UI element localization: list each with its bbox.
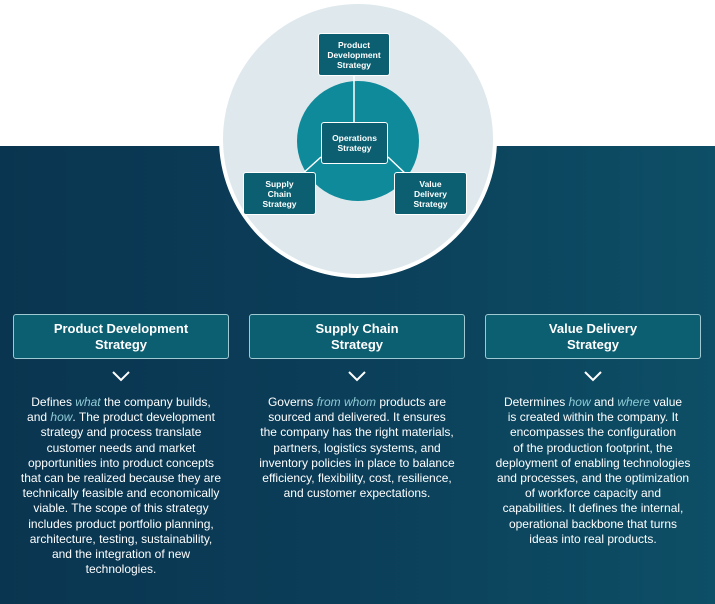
node-operations: Operations Strategy [321, 122, 388, 164]
emphasis-text: from whom [316, 395, 376, 409]
chevron-down-icon [112, 371, 130, 382]
node-label-line: Strategy [336, 59, 371, 70]
description-line: includes product portfolio planning, [28, 516, 214, 531]
description-line: of the production footprint, the [513, 440, 673, 455]
chevron-down-icon [348, 371, 366, 382]
description-line: the company has the right materials, [260, 425, 454, 440]
description-line: is created within the company. It [507, 410, 679, 425]
description-line: partners, logistics systems, and [273, 440, 441, 455]
description-line: Determines how and where value [503, 395, 683, 409]
description-line: technologies. [85, 562, 157, 577]
card-title-line: Product Development [53, 320, 189, 336]
description-line: strategy and process translate [40, 425, 202, 440]
description-line: efficiency, flexibility, cost, resilienc… [262, 471, 452, 486]
description-line: Defines what the company builds, [31, 395, 211, 409]
node-supply-chain: Supply Chain Strategy [243, 172, 316, 215]
node-label-line: Strategy [413, 198, 448, 209]
node-label-line: Supply [265, 178, 294, 189]
description-line: operational backbone that turns [508, 516, 678, 531]
description-line: customer needs and market [46, 440, 196, 455]
node-label-line: Strategy [262, 198, 297, 209]
card-value-delivery: Value Delivery Strategy [485, 314, 701, 359]
node-label-line: Operations [332, 133, 377, 143]
description-line: Governs from whom products are [267, 395, 447, 409]
emphasis-text: where [617, 395, 651, 409]
node-value-delivery: Value Delivery Strategy [394, 172, 467, 215]
description-line: of workforce capacity and [524, 486, 662, 501]
node-label-line: Strategy [337, 143, 372, 153]
description-line: capabilities. It defines the internal, [502, 501, 684, 516]
emphasis-text: how [568, 395, 591, 409]
description-line: technically feasible and economically [22, 486, 220, 501]
description-line: encompasses the configuration [509, 425, 677, 440]
node-label-line: Chain [267, 188, 292, 199]
chevron-down-icon [584, 371, 602, 382]
card-supply-chain: Supply Chain Strategy [249, 314, 465, 359]
description-line: viable. The scope of this strategy [33, 501, 209, 516]
description-line: that can be realized because they are [20, 471, 222, 486]
description-line: sourced and delivered. It ensures [268, 410, 446, 425]
node-label-line: Delivery [413, 188, 448, 199]
card-title-line: Supply Chain [315, 320, 399, 336]
card-title-line: Strategy [330, 336, 384, 352]
description-line: inventory policies in place to balance [259, 455, 455, 470]
card-product-development: Product Development Strategy [13, 314, 229, 359]
node-label-line: Value [419, 178, 442, 189]
description-line: opportunities into product concepts [27, 455, 215, 470]
description-line: architecture, testing, sustainability, [29, 531, 213, 546]
description-line: and customer expectations. [283, 486, 431, 501]
description-product-development: Defines what the company builds,and how.… [3, 395, 239, 577]
node-label-line: Product [337, 39, 371, 50]
description-line: ideas into real products. [529, 531, 657, 546]
description-line: and processes, and the optimization [496, 471, 690, 486]
node-product-development: Product Development Strategy [318, 33, 390, 76]
card-title-line: Value Delivery [548, 320, 638, 336]
description-line: deployment of enabling technologies [495, 455, 691, 470]
emphasis-text: what [75, 395, 101, 409]
description-line: and how. The product development [27, 410, 215, 425]
card-title-line: Strategy [566, 336, 620, 352]
node-label-line: Development [327, 49, 381, 60]
emphasis-text: how [50, 410, 73, 425]
card-title-line: Strategy [94, 336, 148, 352]
description-line: and the integration of new [51, 547, 191, 562]
